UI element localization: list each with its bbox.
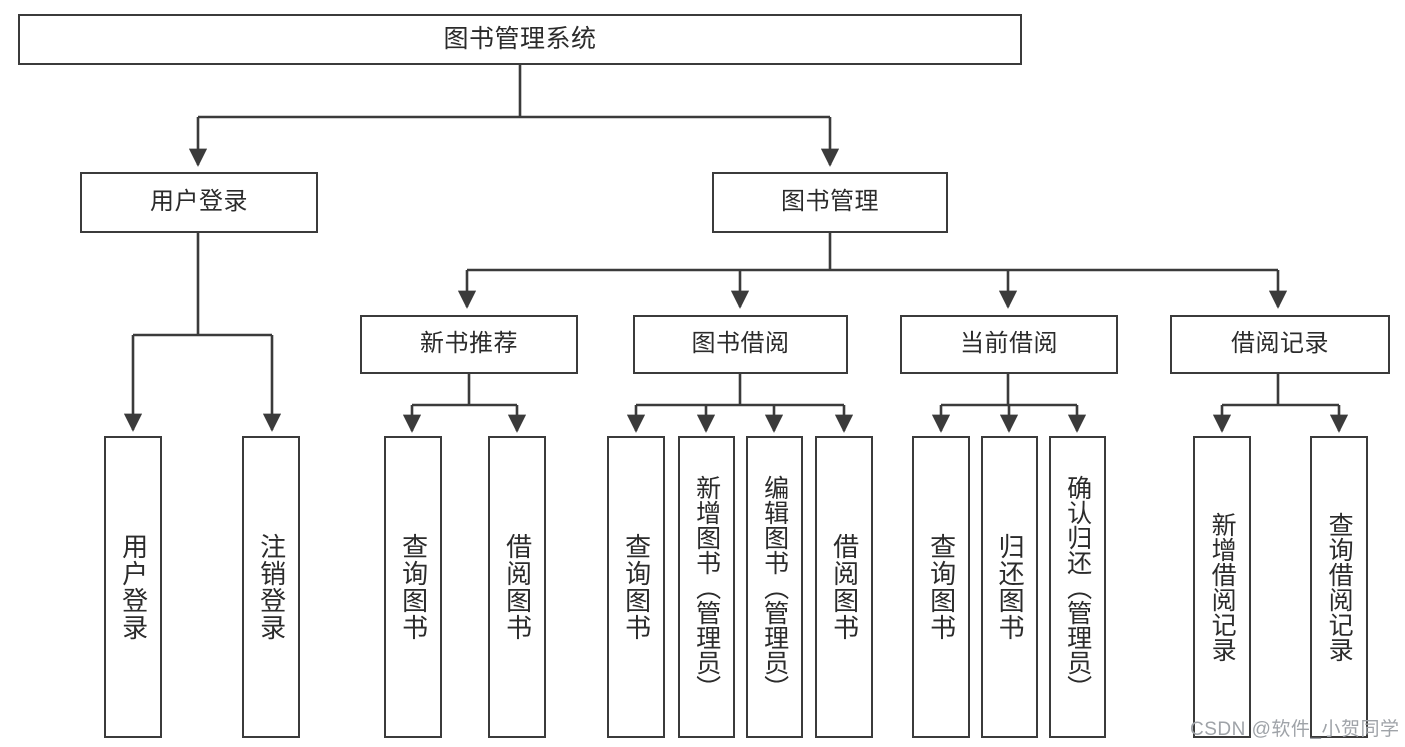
node-label: 新增借阅记录 (1208, 512, 1237, 662)
node-label: 新增图书（管理员） (692, 474, 721, 700)
node-label: 图书借阅 (691, 330, 790, 358)
node-label: 注销登录 (256, 533, 287, 641)
watermark: CSDN @软件_小贺同学 (1190, 719, 1400, 740)
leaf-borrow-record-add[interactable]: 新增借阅记录 (1193, 436, 1251, 738)
node-label: 借阅图书 (829, 533, 860, 641)
node-label: 新书推荐 (420, 330, 518, 358)
node-label: 用户登录 (150, 188, 248, 216)
node-new-book-recommend[interactable]: 新书推荐 (360, 315, 578, 374)
leaf-user-login-login[interactable]: 用户登录 (104, 436, 162, 738)
node-label: 查询图书 (926, 533, 957, 641)
node-root-book-management-system[interactable]: 图书管理系统 (18, 14, 1022, 65)
node-label: 归还图书 (995, 533, 1026, 641)
node-label: 当前借阅 (960, 330, 1058, 358)
node-label: 查询图书 (621, 533, 652, 641)
node-user-login[interactable]: 用户登录 (80, 172, 318, 233)
node-book-borrow[interactable]: 图书借阅 (633, 315, 848, 374)
node-current-borrow[interactable]: 当前借阅 (900, 315, 1118, 374)
node-borrow-record[interactable]: 借阅记录 (1170, 315, 1390, 374)
leaf-book-borrow-add-admin[interactable]: 新增图书（管理员） (678, 436, 735, 738)
node-book-management[interactable]: 图书管理 (712, 172, 948, 233)
node-label: 查询借阅记录 (1325, 512, 1354, 662)
leaf-current-borrow-confirm-admin[interactable]: 确认归还（管理员） (1049, 436, 1106, 738)
node-label: 确认归还（管理员） (1063, 474, 1092, 700)
node-label: 借阅图书 (502, 533, 533, 641)
node-label: 查询图书 (398, 533, 429, 641)
node-label: 图书管理系统 (443, 24, 597, 53)
leaf-book-borrow-edit-admin[interactable]: 编辑图书（管理员） (746, 436, 803, 738)
leaf-book-borrow-borrow[interactable]: 借阅图书 (815, 436, 873, 738)
leaf-current-borrow-return[interactable]: 归还图书 (981, 436, 1038, 738)
leaf-borrow-record-query[interactable]: 查询借阅记录 (1310, 436, 1368, 738)
leaf-user-login-logout[interactable]: 注销登录 (242, 436, 300, 738)
leaf-new-book-query[interactable]: 查询图书 (384, 436, 442, 738)
node-label: 图书管理 (781, 188, 879, 216)
leaf-new-book-borrow[interactable]: 借阅图书 (488, 436, 546, 738)
node-label: 借阅记录 (1231, 330, 1329, 358)
leaf-current-borrow-query[interactable]: 查询图书 (912, 436, 970, 738)
leaf-book-borrow-query[interactable]: 查询图书 (607, 436, 665, 738)
node-label: 编辑图书（管理员） (760, 474, 789, 700)
node-label: 用户登录 (118, 533, 149, 641)
